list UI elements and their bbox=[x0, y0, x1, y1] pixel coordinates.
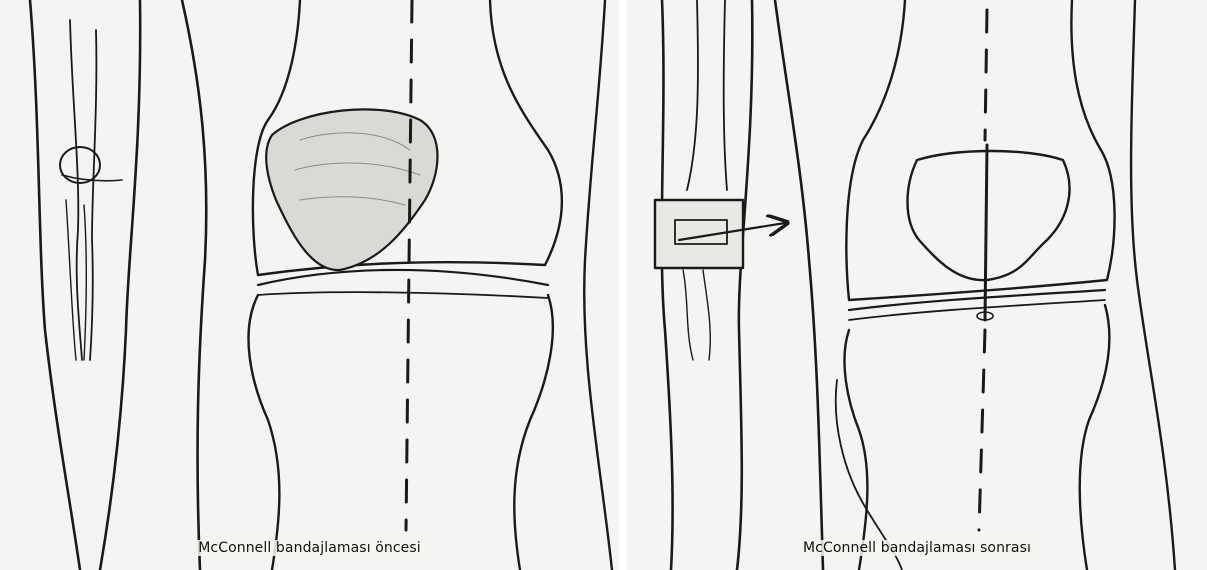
front-leg-outline-left bbox=[182, 0, 206, 570]
front-leg-outline-right-after bbox=[1131, 0, 1175, 570]
knee-drawing-after bbox=[627, 0, 1207, 570]
front-leg-outline-right bbox=[584, 0, 612, 570]
tibia-outline bbox=[249, 295, 280, 570]
caption-after: McConnell bandajlaması sonrası bbox=[627, 540, 1207, 556]
caption-before: McConnell bandajlaması öncesi bbox=[0, 540, 619, 556]
side-leg-outline-left-after bbox=[662, 0, 673, 570]
panel-after: McConnell bandajlaması sonrası bbox=[627, 0, 1207, 570]
joint-line bbox=[258, 270, 548, 285]
front-leg-outline-left-after bbox=[775, 0, 823, 570]
side-leg-outline-right-after bbox=[737, 0, 752, 570]
patella-after bbox=[908, 151, 1070, 280]
tibia-outline-after bbox=[844, 330, 867, 570]
side-leg-shin-line-2 bbox=[90, 30, 96, 360]
side-leg-outline-right bbox=[100, 0, 140, 570]
reference-line-before bbox=[406, 0, 412, 530]
panel-before: McConnell bandajlaması öncesi bbox=[0, 0, 619, 570]
knee-drawing-before bbox=[0, 0, 619, 570]
reference-line-after bbox=[985, 10, 987, 140]
tape bbox=[655, 200, 743, 268]
joint-line-after bbox=[849, 290, 1105, 310]
